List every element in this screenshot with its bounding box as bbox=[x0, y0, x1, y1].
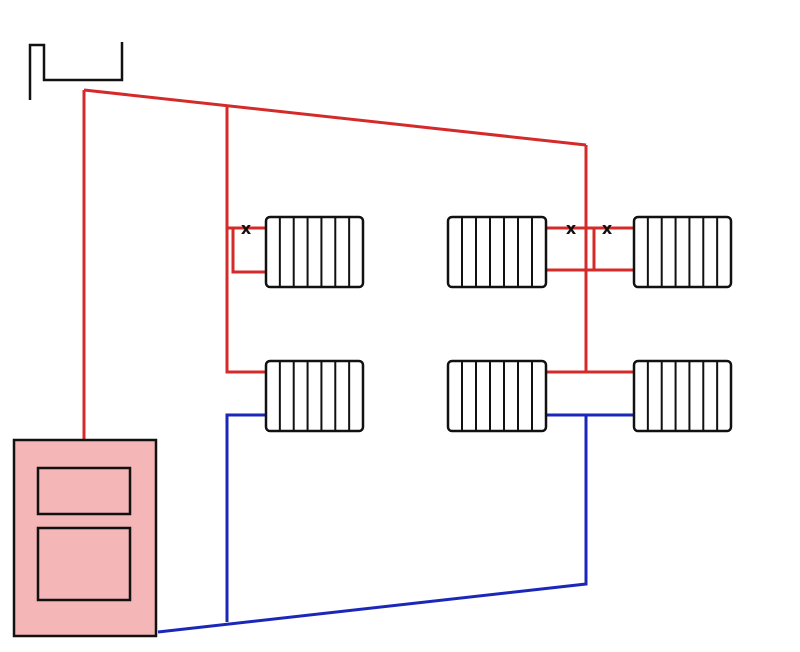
return-pipes bbox=[157, 413, 634, 634]
supply-pipes bbox=[82, 88, 634, 440]
radiators bbox=[264, 215, 733, 433]
supply-main bbox=[83, 88, 587, 147]
radiator-right-upper bbox=[632, 215, 733, 289]
radiator-middle-upper bbox=[446, 215, 548, 289]
radiator-left-lower bbox=[264, 359, 365, 433]
radiator-left-upper bbox=[264, 215, 365, 289]
return-main bbox=[157, 415, 588, 634]
radiator-right-lower bbox=[632, 359, 733, 433]
boiler-top-panel bbox=[36, 466, 132, 516]
radiator-body bbox=[632, 359, 733, 433]
radiator-body bbox=[632, 215, 733, 289]
radiator-body bbox=[264, 359, 365, 433]
supply-left-riser bbox=[225, 106, 266, 374]
supply-left-upper-bypass bbox=[231, 228, 266, 274]
expansion-tank bbox=[28, 42, 124, 100]
air-valve-left: x bbox=[241, 219, 252, 238]
radiator-body bbox=[264, 215, 365, 289]
boiler bbox=[12, 438, 158, 638]
air-valve-right-outer: x bbox=[602, 219, 613, 238]
air-valve-right-inner: x bbox=[566, 219, 577, 238]
air-valves: x x x bbox=[241, 219, 613, 238]
boiler-bottom-panel bbox=[36, 526, 132, 602]
radiator-body bbox=[446, 215, 548, 289]
radiator-body bbox=[446, 359, 548, 433]
radiator-middle-lower bbox=[446, 359, 548, 433]
return-left-riser bbox=[225, 413, 266, 622]
